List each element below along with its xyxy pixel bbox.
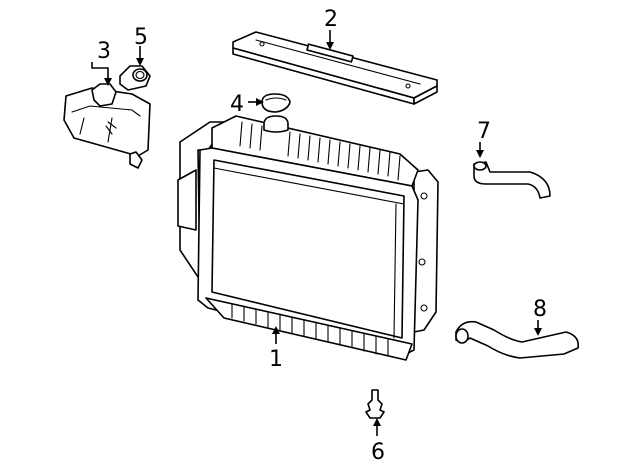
callout-8: 8 — [533, 297, 547, 322]
bottom-fins — [231, 303, 389, 357]
top-fins — [239, 121, 401, 181]
upper-support-bracket — [232, 31, 438, 105]
callout-4: 4 — [230, 92, 244, 117]
callout-7: 7 — [477, 119, 491, 144]
coolant-reservoir — [63, 83, 151, 169]
callout-1: 1 — [269, 347, 283, 372]
callout-6: 6 — [371, 440, 385, 465]
radiator — [177, 115, 439, 361]
lower-hose — [455, 320, 580, 359]
upper-hose — [473, 161, 551, 199]
radiator-cap — [261, 93, 291, 113]
callout-5: 5 — [134, 25, 148, 50]
callout-3: 3 — [97, 39, 111, 64]
drain-plug — [365, 389, 385, 419]
callout-arrows — [91, 30, 542, 436]
callout-2: 2 — [324, 7, 338, 32]
reservoir-cap — [119, 65, 151, 91]
